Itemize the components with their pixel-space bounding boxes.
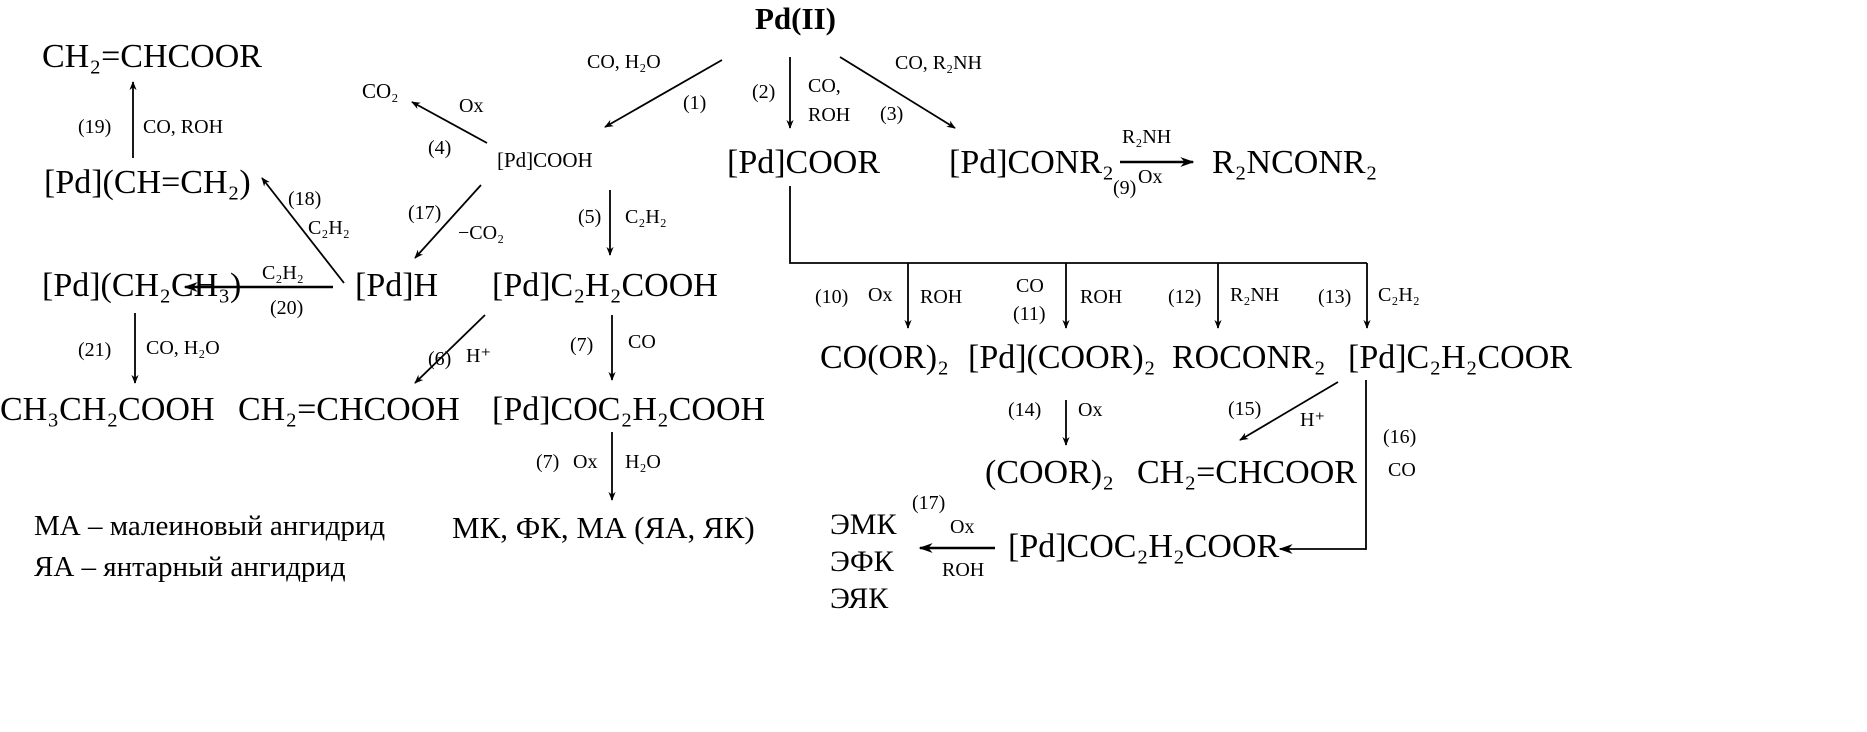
legend-ya: ЯА – янтарный ангидрид [34,551,346,583]
compound-carbonate: CO(OR)₂ [820,339,949,376]
r7-reagent: CO [628,331,656,353]
r10-reagent-b: ROH [920,286,963,308]
r11-reagent-b: ROH [1080,286,1123,308]
compound-pd-cooh: [Pd]COOH [497,148,593,172]
r19-reagent: CO, ROH [143,116,224,138]
r7-num: (7) [570,334,594,356]
r11-num: (11) [1013,303,1046,325]
r9-reagent-top: R₂NH [1122,126,1172,148]
arrow-18 [261,177,345,284]
r18-num: (18) [288,188,322,210]
compound-pd-coor: [Pd]COOR [727,144,881,181]
arrow-4 [411,101,488,144]
compound-propionic-acid: CH₃CH₂COOH [0,391,215,428]
r1-reagent: CO, H₂O [587,51,661,73]
compound-carbamate: ROCONR₂ [1172,339,1326,376]
r17b-reagent-a: Ox [950,516,975,538]
arrow-17a [414,184,482,259]
r11-reagent-a: CO [1016,275,1044,297]
pd-ii-title: Pd(II) [755,1,836,36]
r20-reagent: C₂H₂ [262,262,304,284]
compound-acrylic-acid: CH₂=CHCOOH [238,391,460,428]
r15-num: (15) [1228,398,1262,420]
r2-num: (2) [752,81,776,103]
r10-num: (10) [815,286,849,308]
compound-pd-coc2h2coor: [Pd]COC₂H₂COOR [1008,528,1280,565]
r7b-num: (7) [536,451,560,473]
compound-eyak: ЭЯК [830,582,889,615]
compound-acrylate-right: CH₂=CHCOOR [1137,454,1357,491]
compound-co2: CO₂ [362,79,399,103]
r21-reagent: CO, H₂O [146,337,220,359]
arrow-16 [1278,380,1367,554]
compound-pd-coor2: [Pd](COOR)₂ [968,339,1156,376]
r12-num: (12) [1168,286,1202,308]
r5-num: (5) [578,206,602,228]
compound-pd-coc2h2cooh: [Pd]COC₂H₂COOH [492,391,766,428]
r21-num: (21) [78,339,112,361]
r16-reagent: CO [1388,459,1416,481]
r17a-reagent: −CO₂ [458,222,505,244]
r12-reagent: R₂NH [1230,284,1280,306]
r17b-num: (17) [912,492,946,514]
compound-efk: ЭФК [830,545,894,578]
arrow-6 [414,314,486,384]
r5-reagent: C₂H₂ [625,206,667,228]
r9-num: (9) [1113,177,1137,199]
r3-num: (3) [880,103,904,125]
compound-pd-c2h2coor: [Pd]C₂H₂COOR [1348,339,1572,376]
r20-num: (20) [270,297,304,319]
compound-urea: R₂NCONR₂ [1212,144,1378,181]
arrow-1 [604,59,723,128]
legend-ma: МА – малеиновый ангидрид [34,510,386,542]
r19-num: (19) [78,116,112,138]
r9-reagent-bottom: Ox [1138,166,1163,188]
arrow-3 [839,56,956,129]
r16-num: (16) [1383,426,1417,448]
r2-reagent-b: ROH [808,104,851,126]
r4-num: (4) [428,137,452,159]
r15-reagent: H⁺ [1300,409,1325,431]
r17b-reagent-b: ROH [942,559,985,581]
r17a-num: (17) [408,202,442,224]
compound-oxalate: (COOR)₂ [985,454,1114,491]
branch-line [789,186,1367,264]
compound-emk: ЭМК [830,508,897,541]
r1-num: (1) [683,92,707,114]
compound-pd-vinyl: [Pd](CH=CH₂) [44,164,251,201]
compound-pd-c2h2cooh: [Pd]C₂H₂COOH [492,267,718,304]
compound-acid-products: МК, ФК, МА (ЯА, ЯК) [452,510,755,545]
arrow-15 [1239,381,1339,441]
compound-acrylate-top: CH₂=CHCOOR [42,38,262,75]
r13-num: (13) [1318,286,1352,308]
r10-reagent-a: Ox [868,284,893,306]
r7b-reagent-b: H₂O [625,451,661,473]
compound-pd-conr2: [Pd]CONR₂ [949,144,1114,181]
r13-reagent: C₂H₂ [1378,284,1420,306]
r18-reagent: C₂H₂ [308,217,350,239]
r6-reagent: H⁺ [466,345,491,367]
r3-reagent: CO, R₂NH [895,52,982,74]
r4-reagent: Ox [459,95,484,117]
compound-pd-ethyl: [Pd](CH₂CH₃) [42,267,242,304]
r7b-reagent-a: Ox [573,451,598,473]
r14-num: (14) [1008,399,1042,421]
r2-reagent-a: CO, [808,75,841,97]
r14-reagent: Ox [1078,399,1103,421]
compound-pd-h: [Pd]H [355,267,439,304]
r6-num: (6) [428,348,452,370]
